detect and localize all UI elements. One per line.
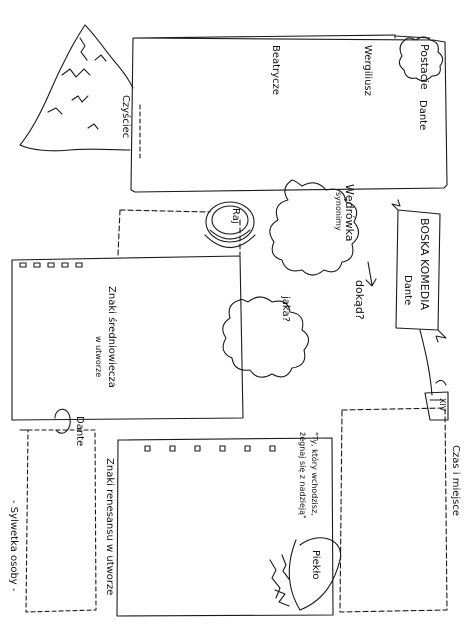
character-dante: Dante: [417, 100, 428, 131]
paradise-circles: [204, 201, 256, 249]
character-virgil: Wergiliusz: [362, 45, 373, 96]
quote-line-2: żegnaj się z nadzieją": [298, 432, 307, 519]
characters-title: Postacie: [418, 44, 431, 90]
middle-ages-frame: [11, 255, 244, 421]
profile-title: - Sylwetka osoby -: [8, 500, 19, 592]
quote-line-1: "Ty, który wchodzisz,: [310, 432, 319, 516]
paradise-frame: [117, 209, 241, 256]
purgatory-label: Czyściec: [120, 95, 131, 139]
hell-label: Piekło: [310, 550, 321, 580]
title-banner: [391, 199, 447, 343]
renaissance-frame: [116, 437, 334, 617]
journey-cloud: [269, 179, 360, 276]
character-beatrice: Beatrycze: [270, 45, 281, 95]
paradise-label: Raj: [230, 208, 241, 224]
journey-label: Wędrówka: [343, 184, 356, 242]
author-name: Dante: [402, 275, 413, 306]
where-to-label: dokąd?: [353, 280, 366, 320]
in-work-label: w utworze: [94, 336, 103, 378]
hell-funnel: [269, 537, 342, 611]
time-place-frame: [339, 407, 448, 613]
divine-comedy-title: BOSKA KOMEDIA: [418, 218, 431, 310]
profile-frame: [19, 429, 97, 613]
time-place-label: Czas i miejsce: [450, 445, 461, 517]
profile-dante-label: Dante: [74, 416, 85, 447]
characters-frame: [130, 34, 448, 193]
arrow: [365, 261, 377, 287]
dante-arch: [54, 408, 71, 434]
century-label: XIV: [438, 398, 447, 412]
renaissance-signs-label: Znaki renesansu w utworze: [104, 458, 115, 596]
connector: [419, 329, 433, 396]
flag: [424, 379, 449, 421]
postacie-cloud: [398, 36, 444, 82]
synonyms-label: synonimy: [334, 192, 343, 231]
what-kind-cloud: [222, 296, 310, 378]
middle-ages-signs-label: Znaki średniowiecza: [106, 286, 117, 388]
mountain-drawing: [19, 24, 134, 152]
what-kind-label: jaka?: [280, 296, 291, 322]
